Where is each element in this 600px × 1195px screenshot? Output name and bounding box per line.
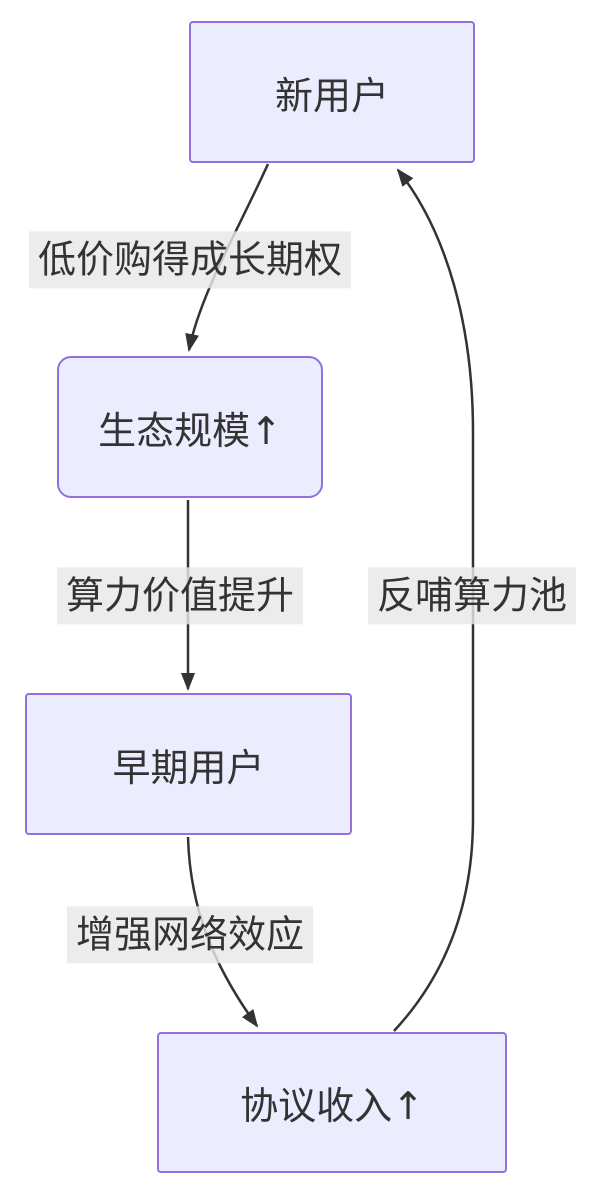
edge-protocol-revenue-to-new-user (393, 168, 475, 1032)
edge-label-feed-compute-pool: 反哺算力池 (367, 567, 577, 625)
node-new-user-label: 新用户 (274, 73, 389, 118)
node-protocol-revenue: 协议收入↑ (157, 1032, 507, 1173)
node-new-user: 新用户 (189, 21, 475, 163)
node-early-users: 早期用户 (25, 693, 352, 835)
node-protocol-revenue-label: 协议收入↑ (240, 1084, 424, 1128)
node-ecosystem-scale: 生态规模↑ (57, 356, 323, 498)
node-ecosystem-scale-label: 生态规模↑ (98, 408, 282, 453)
edge-label-growth-option: 低价购得成长期权 (28, 231, 352, 289)
edge-label-compute-value: 算力价值提升 (56, 567, 304, 625)
node-early-users-label: 早期用户 (112, 745, 265, 790)
edge-label-network-effect: 增强网络效应 (66, 906, 314, 964)
